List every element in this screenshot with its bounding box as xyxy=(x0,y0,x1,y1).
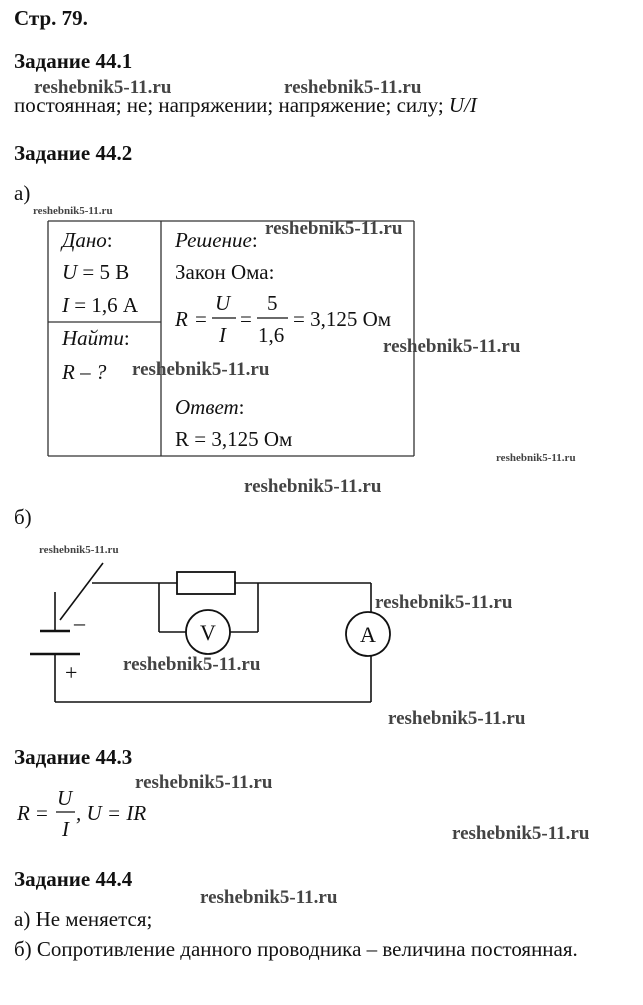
answer-formula: U/I xyxy=(448,93,477,117)
watermark: reshebnik5-11.ru xyxy=(132,359,270,380)
part-a-label: а) xyxy=(14,181,31,205)
watermark: reshebnik5-11.ru xyxy=(452,823,590,844)
solution-title: Решение: xyxy=(175,228,258,252)
eq-sign: = xyxy=(195,307,207,331)
frac-den-value: 1,6 xyxy=(258,323,285,347)
voltmeter xyxy=(185,609,231,655)
watermark: reshebnik5-11.ru xyxy=(284,77,422,98)
formula-tail: , U = IR xyxy=(76,801,147,825)
watermark: reshebnik5-11.ru xyxy=(33,205,113,217)
watermark: reshebnik5-11.ru xyxy=(34,77,172,98)
switch-blade xyxy=(59,562,104,621)
watermark: reshebnik5-11.ru xyxy=(200,887,338,908)
resistor xyxy=(176,571,236,595)
battery-minus-sign: – xyxy=(73,610,86,635)
formula-num: U xyxy=(57,786,73,810)
eq-r: R xyxy=(175,307,188,331)
voltmeter-label: V xyxy=(200,620,216,645)
result-value: = 3,125 Ом xyxy=(293,307,392,331)
watermark: reshebnik5-11.ru xyxy=(496,452,576,464)
part-b-label: б) xyxy=(14,505,32,529)
task-44-4-line-a: а) Не меняется; xyxy=(14,907,153,931)
watermark: reshebnik5-11.ru xyxy=(39,544,119,556)
task-44-4-title: Задание 44.4 xyxy=(14,867,133,891)
formula-r: R xyxy=(17,801,30,825)
given-title: Дано: xyxy=(62,228,113,252)
eq-sign: = xyxy=(240,307,252,331)
watermark: reshebnik5-11.ru xyxy=(244,476,382,497)
given-current: I = 1,6 А xyxy=(62,293,139,317)
answer-value: R = 3,125 Ом xyxy=(175,427,293,451)
page-label: Стр. 79. xyxy=(14,6,88,30)
task-44-1-title: Задание 44.1 xyxy=(14,49,133,73)
task-44-2-title: Задание 44.2 xyxy=(14,141,133,165)
task-44-3-title: Задание 44.3 xyxy=(14,745,133,769)
watermark: reshebnik5-11.ru xyxy=(383,336,521,357)
answer-title: Ответ: xyxy=(175,395,245,419)
watermark: reshebnik5-11.ru xyxy=(265,218,403,239)
find-title: Найти: xyxy=(62,326,130,350)
task-44-4-line-b: б) Сопротивление данного проводника – ве… xyxy=(14,937,578,961)
ohm-law-label: Закон Ома: xyxy=(175,260,275,284)
answer-text: постоянная; не; напряжении; напряжение; … xyxy=(14,93,444,117)
watermark: reshebnik5-11.ru xyxy=(375,592,513,613)
watermark: reshebnik5-11.ru xyxy=(123,654,261,675)
frac-num-value: 5 xyxy=(267,291,278,315)
formula-eq: = xyxy=(36,801,48,825)
ammeter-label: A xyxy=(360,622,376,647)
frac-numerator: U xyxy=(215,291,231,315)
battery-plus-sign: + xyxy=(65,660,77,685)
ammeter xyxy=(345,611,391,657)
frac-denominator: I xyxy=(219,323,226,347)
watermark: reshebnik5-11.ru xyxy=(388,708,526,729)
find-resistance: R – ? xyxy=(62,360,107,384)
formula-den: I xyxy=(62,817,69,841)
given-voltage: U = 5 В xyxy=(62,260,130,284)
task-44-1-answer: постоянная; не; напряжении; напряжение; … xyxy=(14,93,477,118)
watermark: reshebnik5-11.ru xyxy=(135,772,273,793)
